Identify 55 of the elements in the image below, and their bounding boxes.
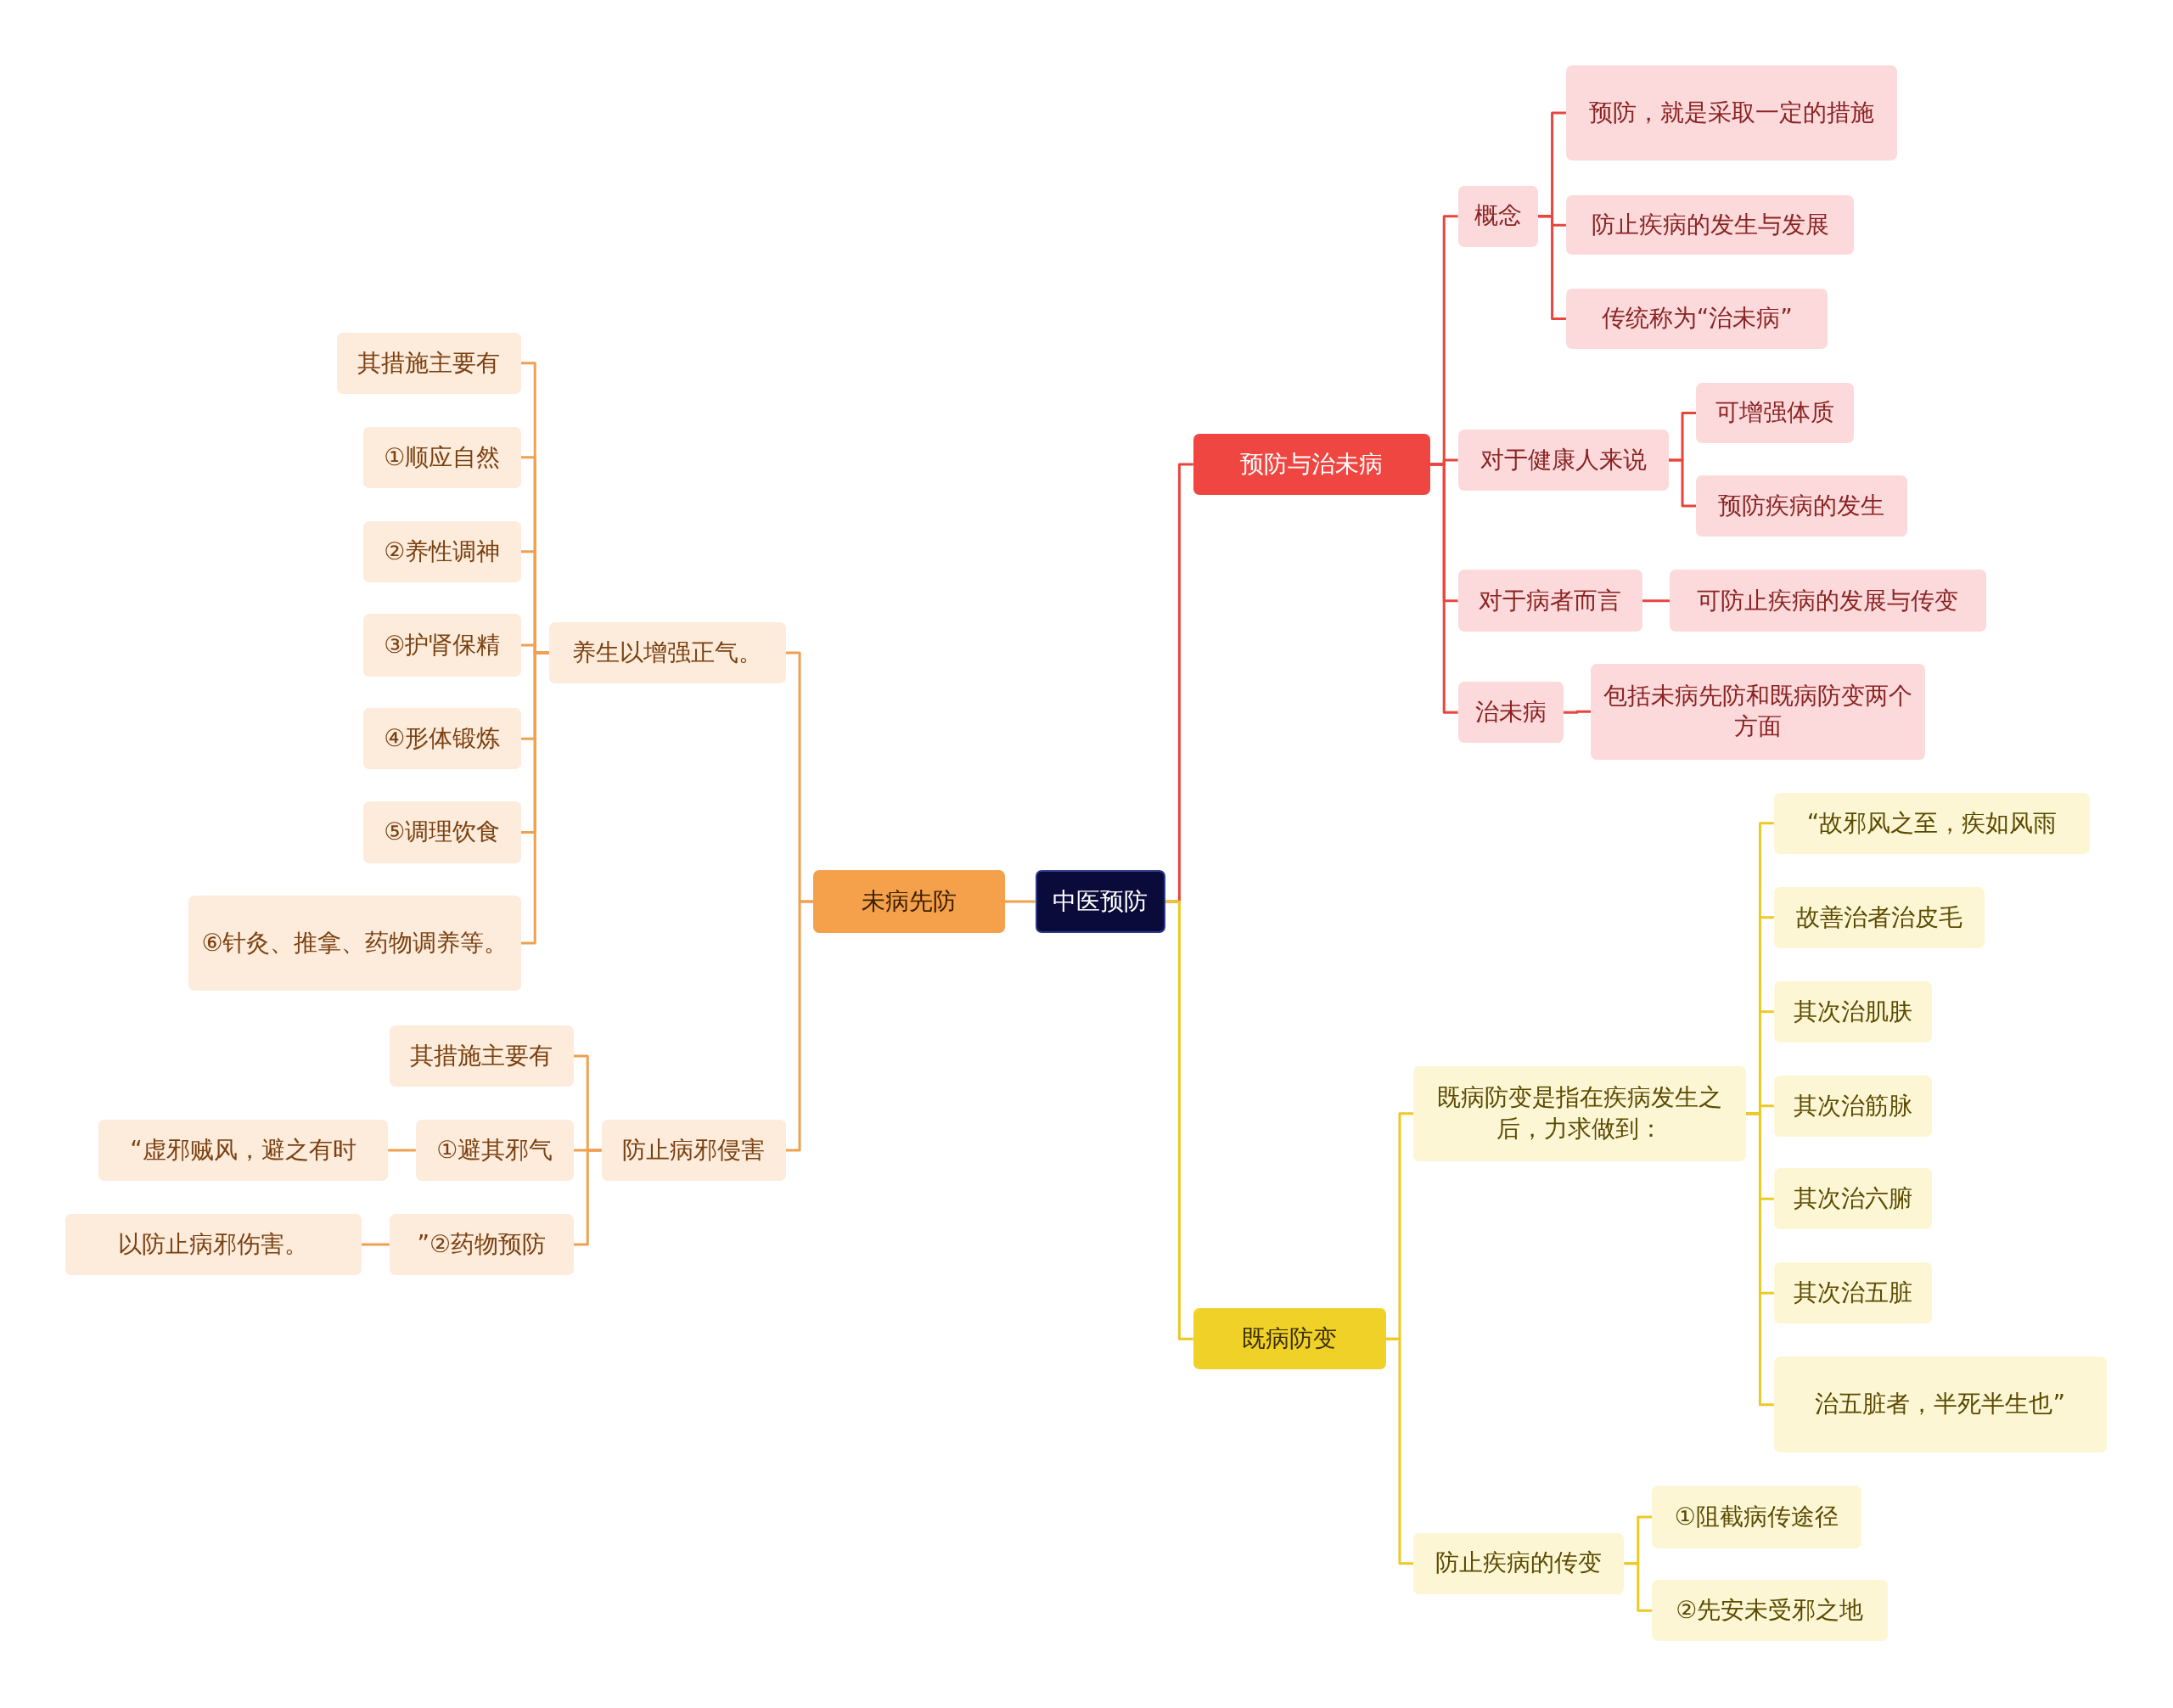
subtopic-box: 以防止病邪伤害。 bbox=[65, 1214, 362, 1276]
connector-line bbox=[520, 651, 549, 945]
subtopic-box: ”②药物预防 bbox=[389, 1214, 574, 1276]
subtopic-box: 传统称为“治未病” bbox=[1565, 288, 1828, 350]
subtopic-box: 防止病邪侵害 bbox=[601, 1120, 786, 1181]
branch-topic-box: 既病防变 bbox=[1193, 1308, 1386, 1370]
subtopic-box: 预防，就是采取一定的措施 bbox=[1565, 65, 1898, 161]
subtopic-box: ①阻截病传途径 bbox=[1652, 1486, 1861, 1548]
subtopic-box: 其次治肌肤 bbox=[1773, 980, 1932, 1042]
root-topic-box: 中医预防 bbox=[1035, 870, 1166, 933]
subtopic-box: 故善治者治皮毛 bbox=[1773, 886, 1985, 948]
connector-line bbox=[1385, 1337, 1414, 1565]
connector-line bbox=[1642, 599, 1670, 603]
subtopic-box: ①顺应自然 bbox=[362, 426, 521, 488]
connector-line bbox=[362, 1243, 390, 1246]
connector-line bbox=[1004, 900, 1036, 903]
subtopic-box: 其次治筋脉 bbox=[1773, 1075, 1932, 1137]
subtopic-box: 包括未病先防和既病防变两个方面 bbox=[1591, 664, 1925, 760]
subtopic-box: 既病防变是指在疾病发生之后，力求做到： bbox=[1413, 1065, 1747, 1162]
subtopic-box: 养生以增强正气。 bbox=[548, 622, 786, 683]
subtopic-box: 可增强体质 bbox=[1696, 382, 1855, 444]
subtopic-box: 其次治五脏 bbox=[1773, 1262, 1932, 1324]
branch-topic-box: 未病先防 bbox=[813, 870, 1005, 933]
subtopic-box: 其措施主要有 bbox=[336, 332, 521, 394]
subtopic-box: 预防疾病的发生 bbox=[1696, 475, 1907, 537]
connector-line bbox=[573, 1149, 602, 1246]
subtopic-box: ①避其邪气 bbox=[415, 1120, 574, 1181]
connector-line bbox=[1165, 900, 1193, 1340]
subtopic-box: 治五脏者，半死半生也” bbox=[1773, 1357, 2107, 1452]
subtopic-box: ②养性调神 bbox=[362, 520, 521, 582]
subtopic-box: ②先安未受邪之地 bbox=[1652, 1580, 1888, 1642]
subtopic-box: 概念 bbox=[1457, 185, 1539, 247]
subtopic-box: ⑤调理饮食 bbox=[362, 801, 521, 864]
subtopic-box: 对于健康人来说 bbox=[1457, 430, 1669, 491]
connector-line bbox=[1429, 463, 1458, 714]
connector-line bbox=[388, 1149, 416, 1152]
subtopic-box: “故邪风之至，疾如风雨 bbox=[1773, 792, 2090, 854]
connector-line bbox=[1563, 710, 1592, 714]
subtopic-box: 可防止疾病的发展与传变 bbox=[1670, 570, 1986, 632]
connector-line bbox=[1746, 1112, 1774, 1407]
subtopic-box: 防止疾病的传变 bbox=[1413, 1532, 1625, 1594]
subtopic-box: 防止疾病的发生与发展 bbox=[1565, 195, 1855, 256]
connector-line bbox=[1538, 215, 1566, 320]
connector-line bbox=[1668, 458, 1697, 508]
subtopic-box: 治未病 bbox=[1457, 682, 1564, 744]
subtopic-box: ③护肾保精 bbox=[362, 614, 521, 677]
subtopic-box: 对于病者而言 bbox=[1457, 570, 1642, 632]
subtopic-box: ⑥针灸、推拿、药物调养等。 bbox=[188, 895, 521, 992]
subtopic-box: 其措施主要有 bbox=[389, 1025, 574, 1087]
connector-line bbox=[785, 900, 814, 1152]
branch-topic-box: 预防与治未病 bbox=[1193, 434, 1430, 495]
subtopic-box: ④形体锻炼 bbox=[362, 708, 521, 770]
subtopic-box: “虚邪贼风，避之有时 bbox=[98, 1120, 389, 1181]
subtopic-box: 其次治六腑 bbox=[1773, 1168, 1932, 1230]
connector-line bbox=[1624, 1562, 1653, 1612]
